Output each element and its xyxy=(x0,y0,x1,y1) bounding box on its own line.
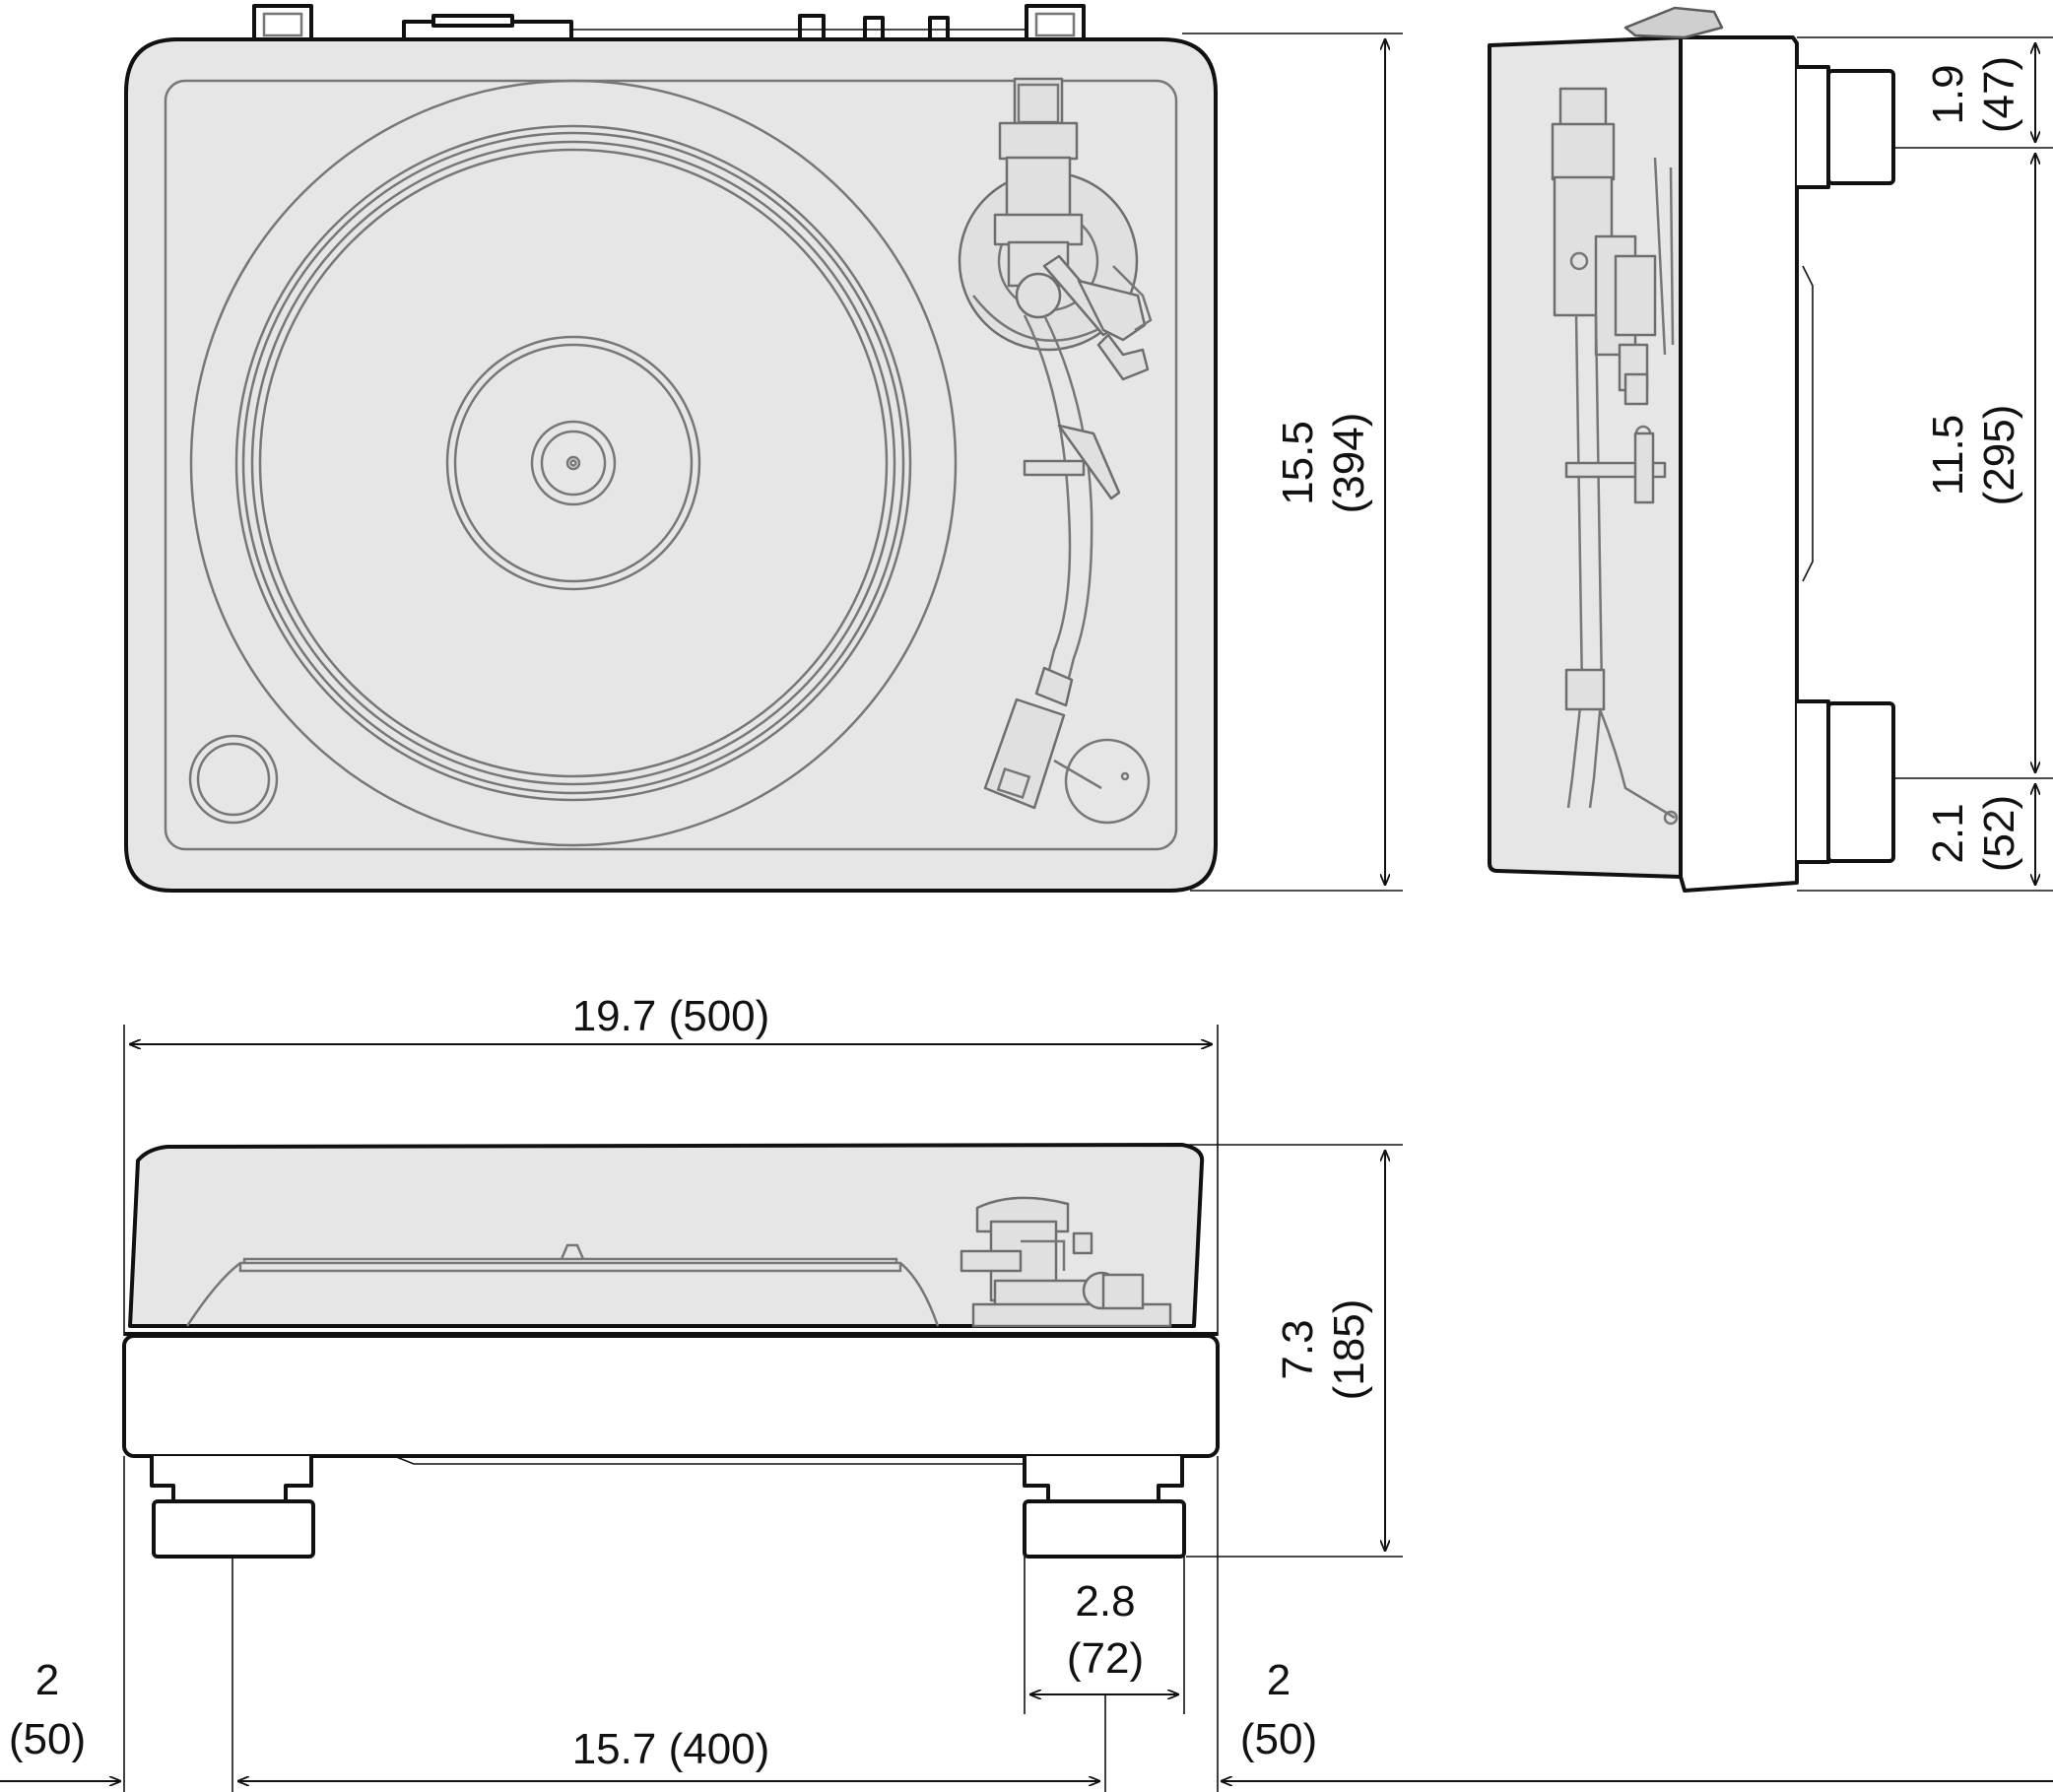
front-platter-profile xyxy=(185,1243,940,1327)
right-offset-value: 2 xyxy=(1267,1656,1291,1704)
right-offset-metric: (50) xyxy=(1240,1715,1317,1763)
foot-spacing-label: 15.7 (400) xyxy=(572,1725,770,1773)
front-base xyxy=(122,1334,1220,1458)
tonearm-assembly xyxy=(958,77,1153,825)
front-tonearm xyxy=(960,1196,1172,1328)
front-feet xyxy=(150,1455,1186,1559)
side-middle-value: 11.5 xyxy=(1924,415,1972,496)
dimension-labels: 15.5 (394) 1.9 (47) 11.5 (295) 2.1 (52) … xyxy=(9,56,2023,1773)
front-height-metric: (185) xyxy=(1325,1299,1373,1401)
side-top-foot-value: 1.9 xyxy=(1924,64,1972,124)
left-offset-value: 2 xyxy=(35,1656,59,1704)
side-bottom-foot-metric: (52) xyxy=(1975,795,2023,872)
side-middle-metric: (295) xyxy=(1975,405,2023,506)
side-feet xyxy=(1797,65,1895,864)
side-hinge xyxy=(1623,6,1724,39)
side-base xyxy=(1679,35,1799,893)
front-height-value: 7.3 xyxy=(1274,1319,1322,1379)
front-width-label: 19.7 (500) xyxy=(572,992,770,1040)
left-offset-metric: (50) xyxy=(9,1715,86,1763)
side-top-foot-metric: (47) xyxy=(1975,56,2023,133)
dimension-lines xyxy=(0,33,2053,1792)
front-view xyxy=(122,1143,1220,1559)
top-height-metric: (394) xyxy=(1325,413,1373,514)
top-height-value: 15.5 xyxy=(1274,421,1322,505)
top-panel-inner xyxy=(164,79,1178,851)
rear-connectors xyxy=(252,4,1086,43)
side-view xyxy=(1488,6,1895,893)
start-stop-knob xyxy=(188,734,279,825)
top-view xyxy=(124,4,1218,893)
side-bottom-foot-value: 2.1 xyxy=(1924,803,1972,863)
foot-width-value: 2.8 xyxy=(1075,1577,1135,1626)
side-tonearm xyxy=(1551,87,1679,826)
top-body-outline xyxy=(124,37,1218,893)
platter xyxy=(189,79,958,847)
foot-width-metric: (72) xyxy=(1067,1634,1144,1683)
